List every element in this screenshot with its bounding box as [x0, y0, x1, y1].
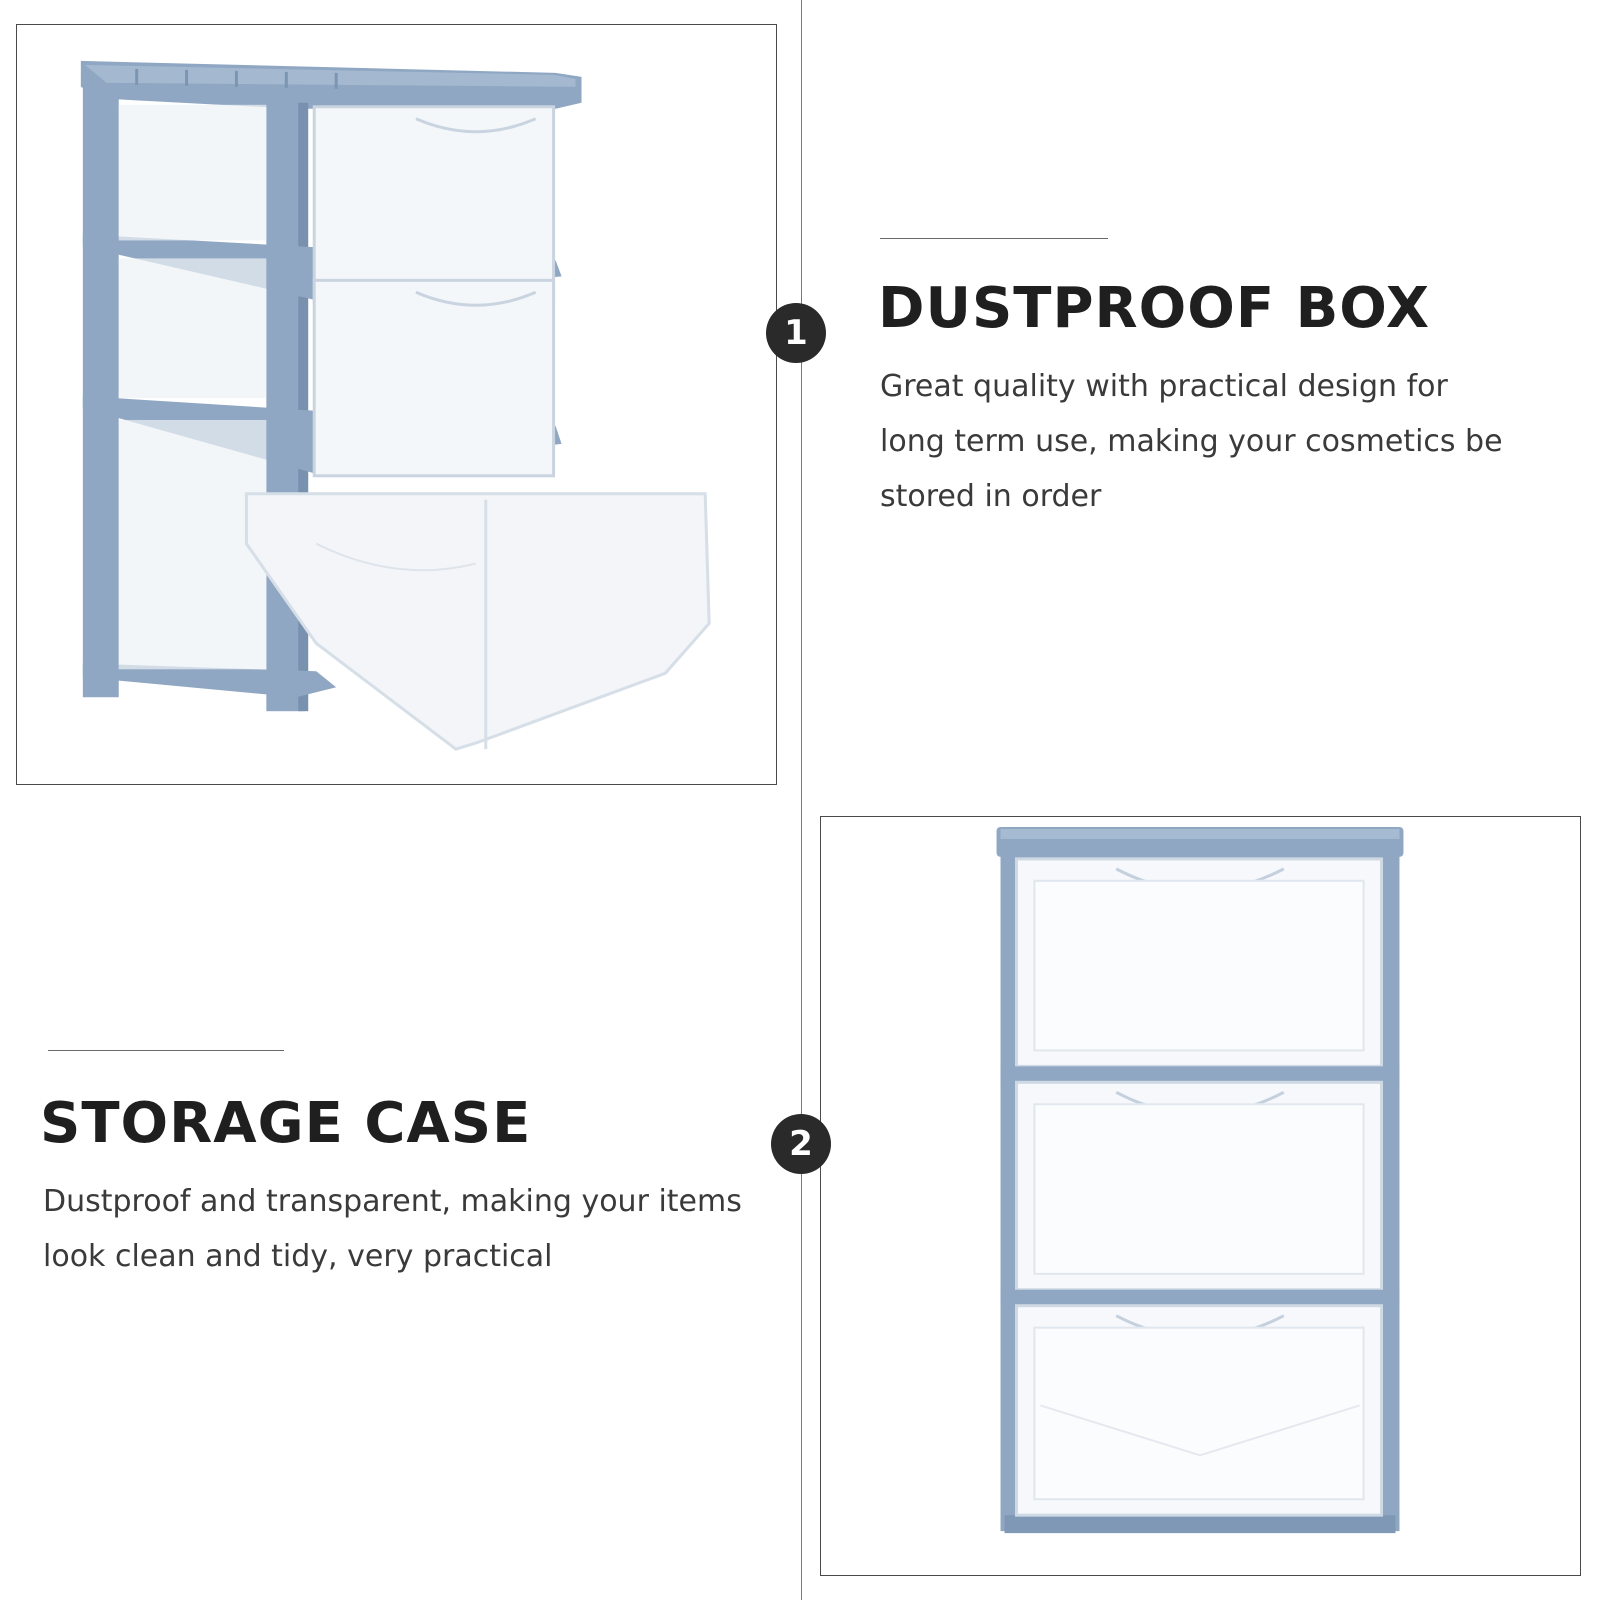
feature-2-heading: STORAGE CASE: [40, 1091, 532, 1156]
feature-1-number-badge: 1: [766, 303, 826, 363]
feature-2-description: Dustproof and transparent, making your i…: [43, 1184, 742, 1274]
feature-2-accent-rule: [48, 1050, 284, 1051]
product-image-front: [820, 816, 1581, 1576]
storage-drawer-angled-illustration: [80, 60, 711, 751]
feature-1-description: Great quality with practical design for …: [880, 369, 1503, 514]
feature-1-heading: DUSTPROOF BOX: [878, 276, 1431, 341]
storage-drawer-front-illustration: [996, 826, 1404, 1534]
feature-2-number: 2: [789, 1124, 813, 1164]
feature-2-number-badge: 2: [771, 1114, 831, 1174]
product-image-angled: [16, 24, 777, 785]
feature-1-number: 1: [784, 313, 808, 353]
vertical-divider: [801, 0, 802, 1600]
feature-1-accent-rule: [880, 238, 1108, 239]
